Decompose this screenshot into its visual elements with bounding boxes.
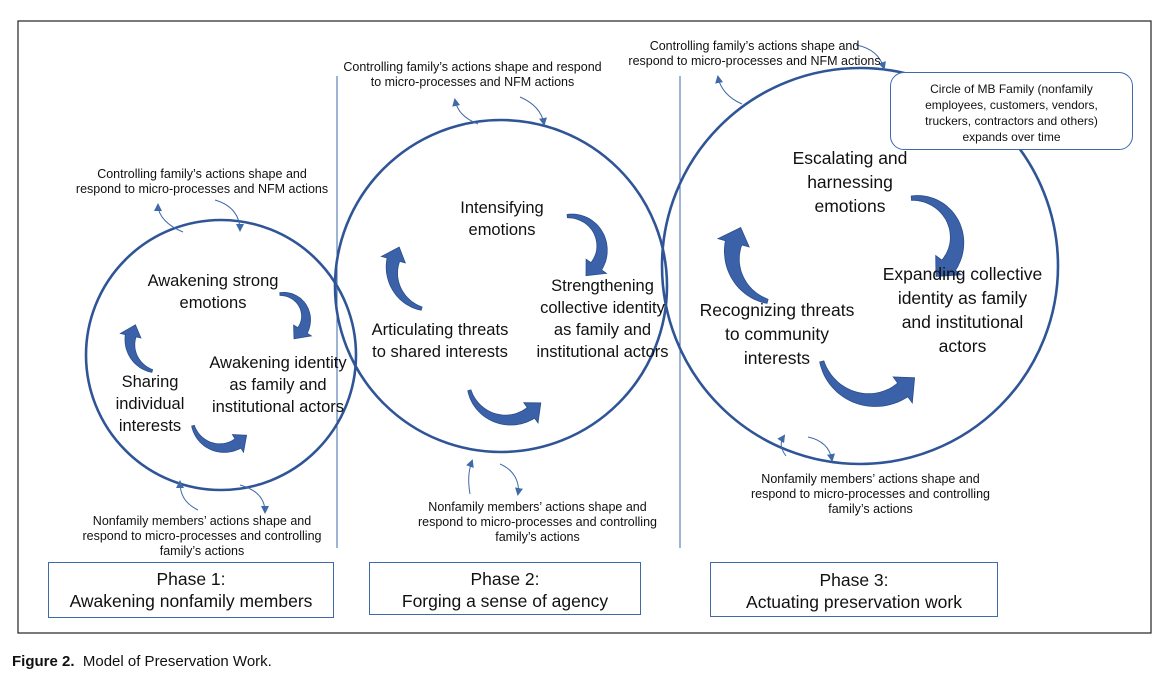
cycle-arrow-2 bbox=[119, 324, 154, 373]
figure-frame bbox=[17, 20, 1152, 634]
thin-arrow bbox=[214, 199, 244, 232]
thin-arrow bbox=[176, 480, 199, 511]
phase1-subtitle: Awakening nonfamily members bbox=[69, 591, 313, 611]
caption-label: Figure 2. bbox=[12, 653, 75, 670]
cycle-arrow-1 bbox=[279, 292, 313, 340]
cycle-arrow-5 bbox=[380, 246, 423, 311]
thin-arrow bbox=[519, 96, 547, 126]
thin-arrow bbox=[466, 459, 474, 495]
phase3-subtitle: Actuating preservation work bbox=[746, 592, 962, 612]
phase3-title: Phase 3: bbox=[819, 570, 889, 590]
thin-arrow bbox=[777, 434, 787, 457]
cycle-arrow-7 bbox=[910, 195, 965, 277]
thin-arrow bbox=[715, 75, 743, 105]
cycle-arrows bbox=[119, 195, 965, 454]
phase3-circle bbox=[660, 66, 1060, 466]
phase2-top-note: Controlling family’s actions shape and r… bbox=[343, 60, 602, 89]
thin-arrow bbox=[499, 463, 523, 496]
cycle-arrow-3 bbox=[191, 424, 248, 454]
thin-arrow bbox=[807, 436, 835, 462]
phase2-box: Phase 2: Forging a sense of agency bbox=[369, 562, 641, 615]
thin-arrow bbox=[154, 203, 184, 233]
phase1-title: Phase 1: bbox=[156, 569, 226, 589]
caption-text: Model of Preservation Work. bbox=[82, 653, 272, 670]
figure-caption: Figure 2. Model of Preservation Work. bbox=[12, 653, 272, 670]
cycle-arrow-6 bbox=[467, 389, 542, 426]
phase2-subtitle: Forging a sense of agency bbox=[401, 591, 609, 611]
thin-arrow bbox=[855, 44, 886, 70]
phase3-box: Phase 3: Actuating preservation work bbox=[710, 562, 998, 617]
cycle-arrow-9 bbox=[819, 360, 916, 407]
cycle-arrow-4 bbox=[566, 213, 608, 277]
phase2-circle bbox=[333, 118, 669, 454]
phase1-circle bbox=[84, 218, 358, 492]
phase2-title: Phase 2: bbox=[470, 569, 540, 589]
cycle-arrow-8 bbox=[716, 226, 769, 304]
phase1-box: Phase 1: Awakening nonfamily members bbox=[48, 562, 334, 618]
thin-arrow bbox=[239, 484, 269, 514]
thin-arrow bbox=[452, 98, 479, 125]
